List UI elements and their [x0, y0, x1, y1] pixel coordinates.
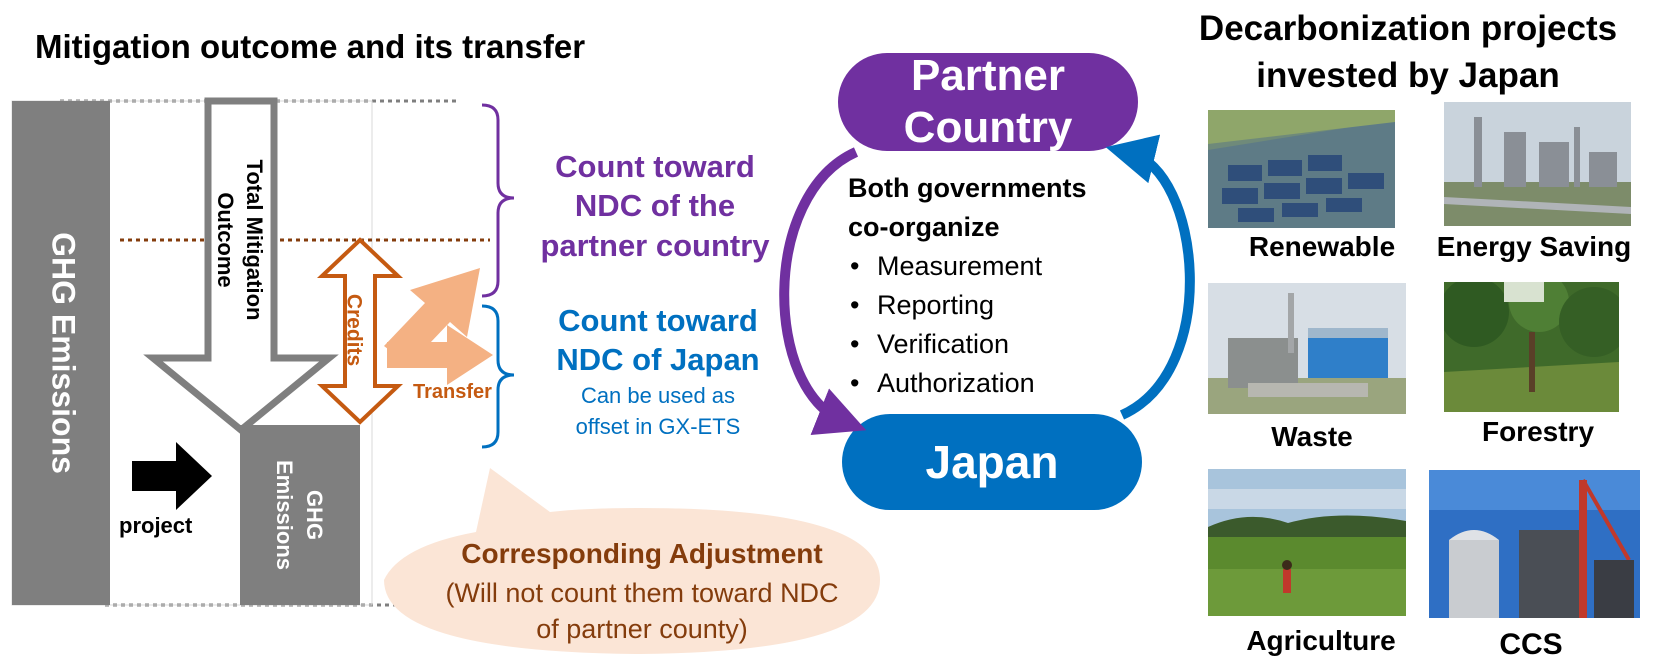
- ccs-photo: [1429, 470, 1640, 618]
- bullet-dot: •: [850, 329, 859, 359]
- credits-double-arrow: [316, 237, 404, 425]
- japan-pill: [842, 414, 1142, 510]
- partner-line1: Partner: [911, 51, 1065, 100]
- blue-brace: [481, 304, 515, 449]
- credits-label: Credits: [342, 294, 365, 366]
- photo-label-waste: Waste: [1271, 421, 1352, 452]
- mitigation-down-arrow: [143, 97, 339, 435]
- bullet-measurement: Measurement: [877, 251, 1043, 281]
- renewable-photo: [1208, 110, 1395, 228]
- ghg-small-line2: Emissions: [272, 460, 297, 570]
- japan-label: Japan: [926, 436, 1059, 488]
- right-title-line2: invested by Japan: [1256, 56, 1559, 95]
- count-partner-line2: NDC of the: [575, 188, 735, 223]
- total-mitigation-line2: Outcome: [213, 192, 238, 287]
- purple-curved-arrow: [779, 147, 867, 435]
- right-title-line1: Decarbonization projects: [1199, 9, 1617, 48]
- transfer-label: Transfer: [413, 381, 492, 403]
- count-japan-line2: NDC of Japan: [556, 342, 759, 377]
- adjustment-bubble: [384, 468, 880, 654]
- governments-line2: co-organize: [848, 212, 1000, 242]
- waste-photo: [1208, 283, 1406, 414]
- photo-label-renewable: Renewable: [1249, 231, 1395, 262]
- bullet-list: • Measurement • Reporting • Verification…: [850, 251, 1043, 398]
- photo-label-agriculture: Agriculture: [1246, 625, 1395, 656]
- blue-curved-arrow: [1105, 134, 1195, 420]
- photo-label-energy-saving: Energy Saving: [1437, 231, 1632, 262]
- ghg-emissions-label: GHG Emissions: [46, 232, 82, 474]
- photo-label-ccs: CCS: [1499, 628, 1562, 659]
- adjustment-line1: (Will not count them toward NDC: [445, 578, 838, 608]
- ghg-small-bar: [240, 425, 360, 605]
- project-label: project: [119, 513, 193, 538]
- ghg-emissions-bar: [12, 101, 110, 605]
- count-partner-line1: Count toward: [555, 149, 755, 184]
- bullet-dot: •: [850, 251, 859, 281]
- bullet-reporting: Reporting: [877, 290, 994, 320]
- bullet-authorization: Authorization: [877, 368, 1035, 398]
- photo-label-forestry: Forestry: [1482, 416, 1594, 447]
- count-partner-line3: partner country: [540, 228, 770, 263]
- adjustment-title: Corresponding Adjustment: [461, 538, 822, 569]
- project-arrow: [132, 442, 212, 510]
- bullet-dot: •: [850, 290, 859, 320]
- bullet-verification: Verification: [877, 329, 1009, 359]
- bullet-dot: •: [850, 368, 859, 398]
- total-mitigation-line1: Total Mitigation: [242, 160, 267, 321]
- offset-line2: offset in GX-ETS: [576, 414, 741, 439]
- transfer-arrow-right: [387, 325, 493, 385]
- left-title: Mitigation outcome and its transfer: [35, 28, 585, 65]
- governments-line1: Both governments: [848, 173, 1087, 203]
- count-japan-line1: Count toward: [558, 303, 758, 338]
- offset-line1: Can be used as: [581, 383, 735, 408]
- ghg-small-line1: GHG: [302, 490, 327, 540]
- transfer-arrow-up: [384, 268, 480, 365]
- forestry-photo: [1444, 282, 1619, 412]
- energy-saving-photo: [1444, 102, 1631, 226]
- purple-brace: [481, 103, 515, 298]
- partner-country-pill: [838, 53, 1138, 151]
- partner-line2: Country: [904, 103, 1073, 152]
- agriculture-photo: [1208, 469, 1406, 616]
- adjustment-line2: of partner county): [536, 614, 748, 644]
